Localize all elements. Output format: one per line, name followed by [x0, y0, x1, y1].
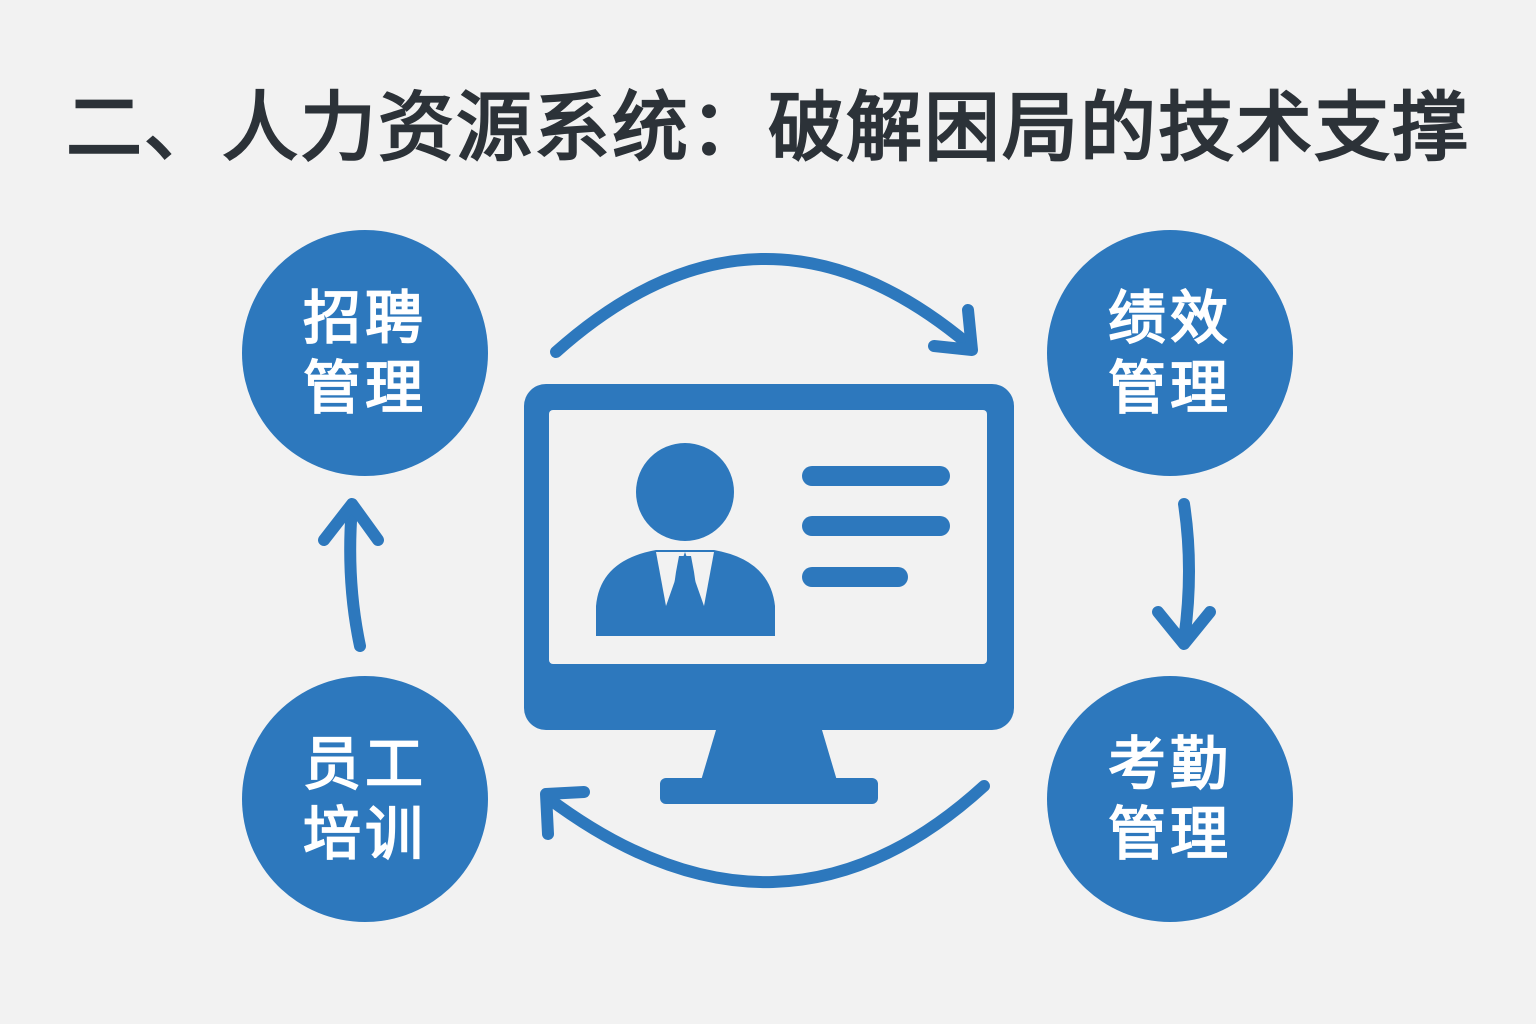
page-title: 二、人力资源系统：破解困局的技术支撑: [66, 83, 1470, 172]
node-label: 员工培训: [302, 730, 427, 868]
arrow-training-to-recruit: [318, 498, 384, 652]
profile-lines-icon: [802, 466, 950, 587]
arrow-performance-to-attendance: [1152, 498, 1216, 650]
node-employee-training: 员工培训: [242, 676, 488, 922]
node-label: 绩效管理: [1107, 284, 1232, 422]
user-avatar-icon: [596, 443, 775, 636]
arrow-attendance-to-training: [540, 780, 990, 889]
node-label: 招聘管理: [302, 284, 427, 422]
hr-system-monitor-icon: [524, 384, 1014, 804]
node-performance-management: 绩效管理: [1047, 230, 1293, 476]
arrow-recruit-to-performance: [550, 252, 978, 358]
node-label: 考勤管理: [1107, 730, 1232, 868]
node-recruitment-management: 招聘管理: [242, 230, 488, 476]
node-attendance-management: 考勤管理: [1047, 676, 1293, 922]
